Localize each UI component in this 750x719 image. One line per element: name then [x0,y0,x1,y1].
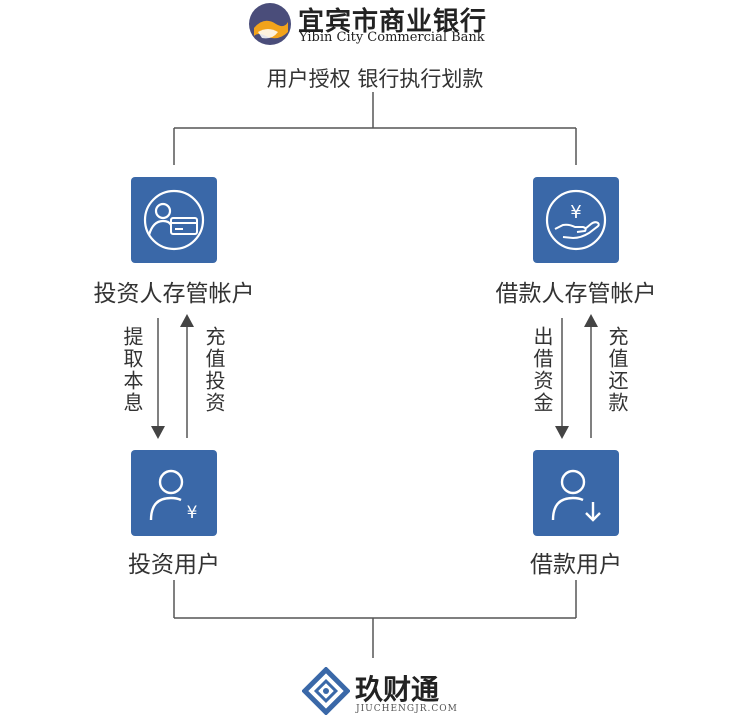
bank-logo-icon [249,3,291,45]
platform-logo-icon [301,666,351,716]
investor-down-arrowhead [151,426,165,439]
investor-account-tile [131,177,217,263]
user-download-icon [551,469,601,522]
borrower-down-arrowhead [555,426,569,439]
bank-name-en: Yibin City Commercial Bank [299,30,485,45]
borrower-user-label: 借款用户 [530,552,622,578]
bank-name-cn: 宜宾市商业银行 [298,7,488,37]
borrower-repay-text: 充值还款 [605,326,629,414]
yen-hand-icon: ¥ [545,189,607,251]
investor-account-label: 投资人存管帐户 [93,281,255,307]
investor-up-arrowhead [180,314,194,327]
borrower-up-arrowhead [584,314,598,327]
svg-text:¥: ¥ [187,503,198,523]
bank-logo [248,2,292,46]
svg-text:¥: ¥ [570,202,581,223]
platform-domain: JIUCHENGJR.COM [356,704,458,714]
borrower-account-label: 借款人存管帐户 [495,281,657,307]
platform-logo [301,666,351,716]
investor-user-label: 投资用户 [128,552,220,578]
platform-name-cn: 玖财通 [355,673,440,706]
investor-deposit-text: 充值投资 [202,326,226,414]
borrower-account-tile: ¥ [533,177,619,263]
user-card-icon [143,189,205,251]
borrower-user-tile [533,450,619,536]
process-title: 用户授权 银行执行划款 [266,67,484,91]
borrower-disburse-text: 出借资金 [530,326,554,414]
investor-withdraw-text: 提取本息 [120,326,144,414]
user-yen-icon: ¥ [149,469,198,523]
investor-user-tile: ¥ [131,450,217,536]
